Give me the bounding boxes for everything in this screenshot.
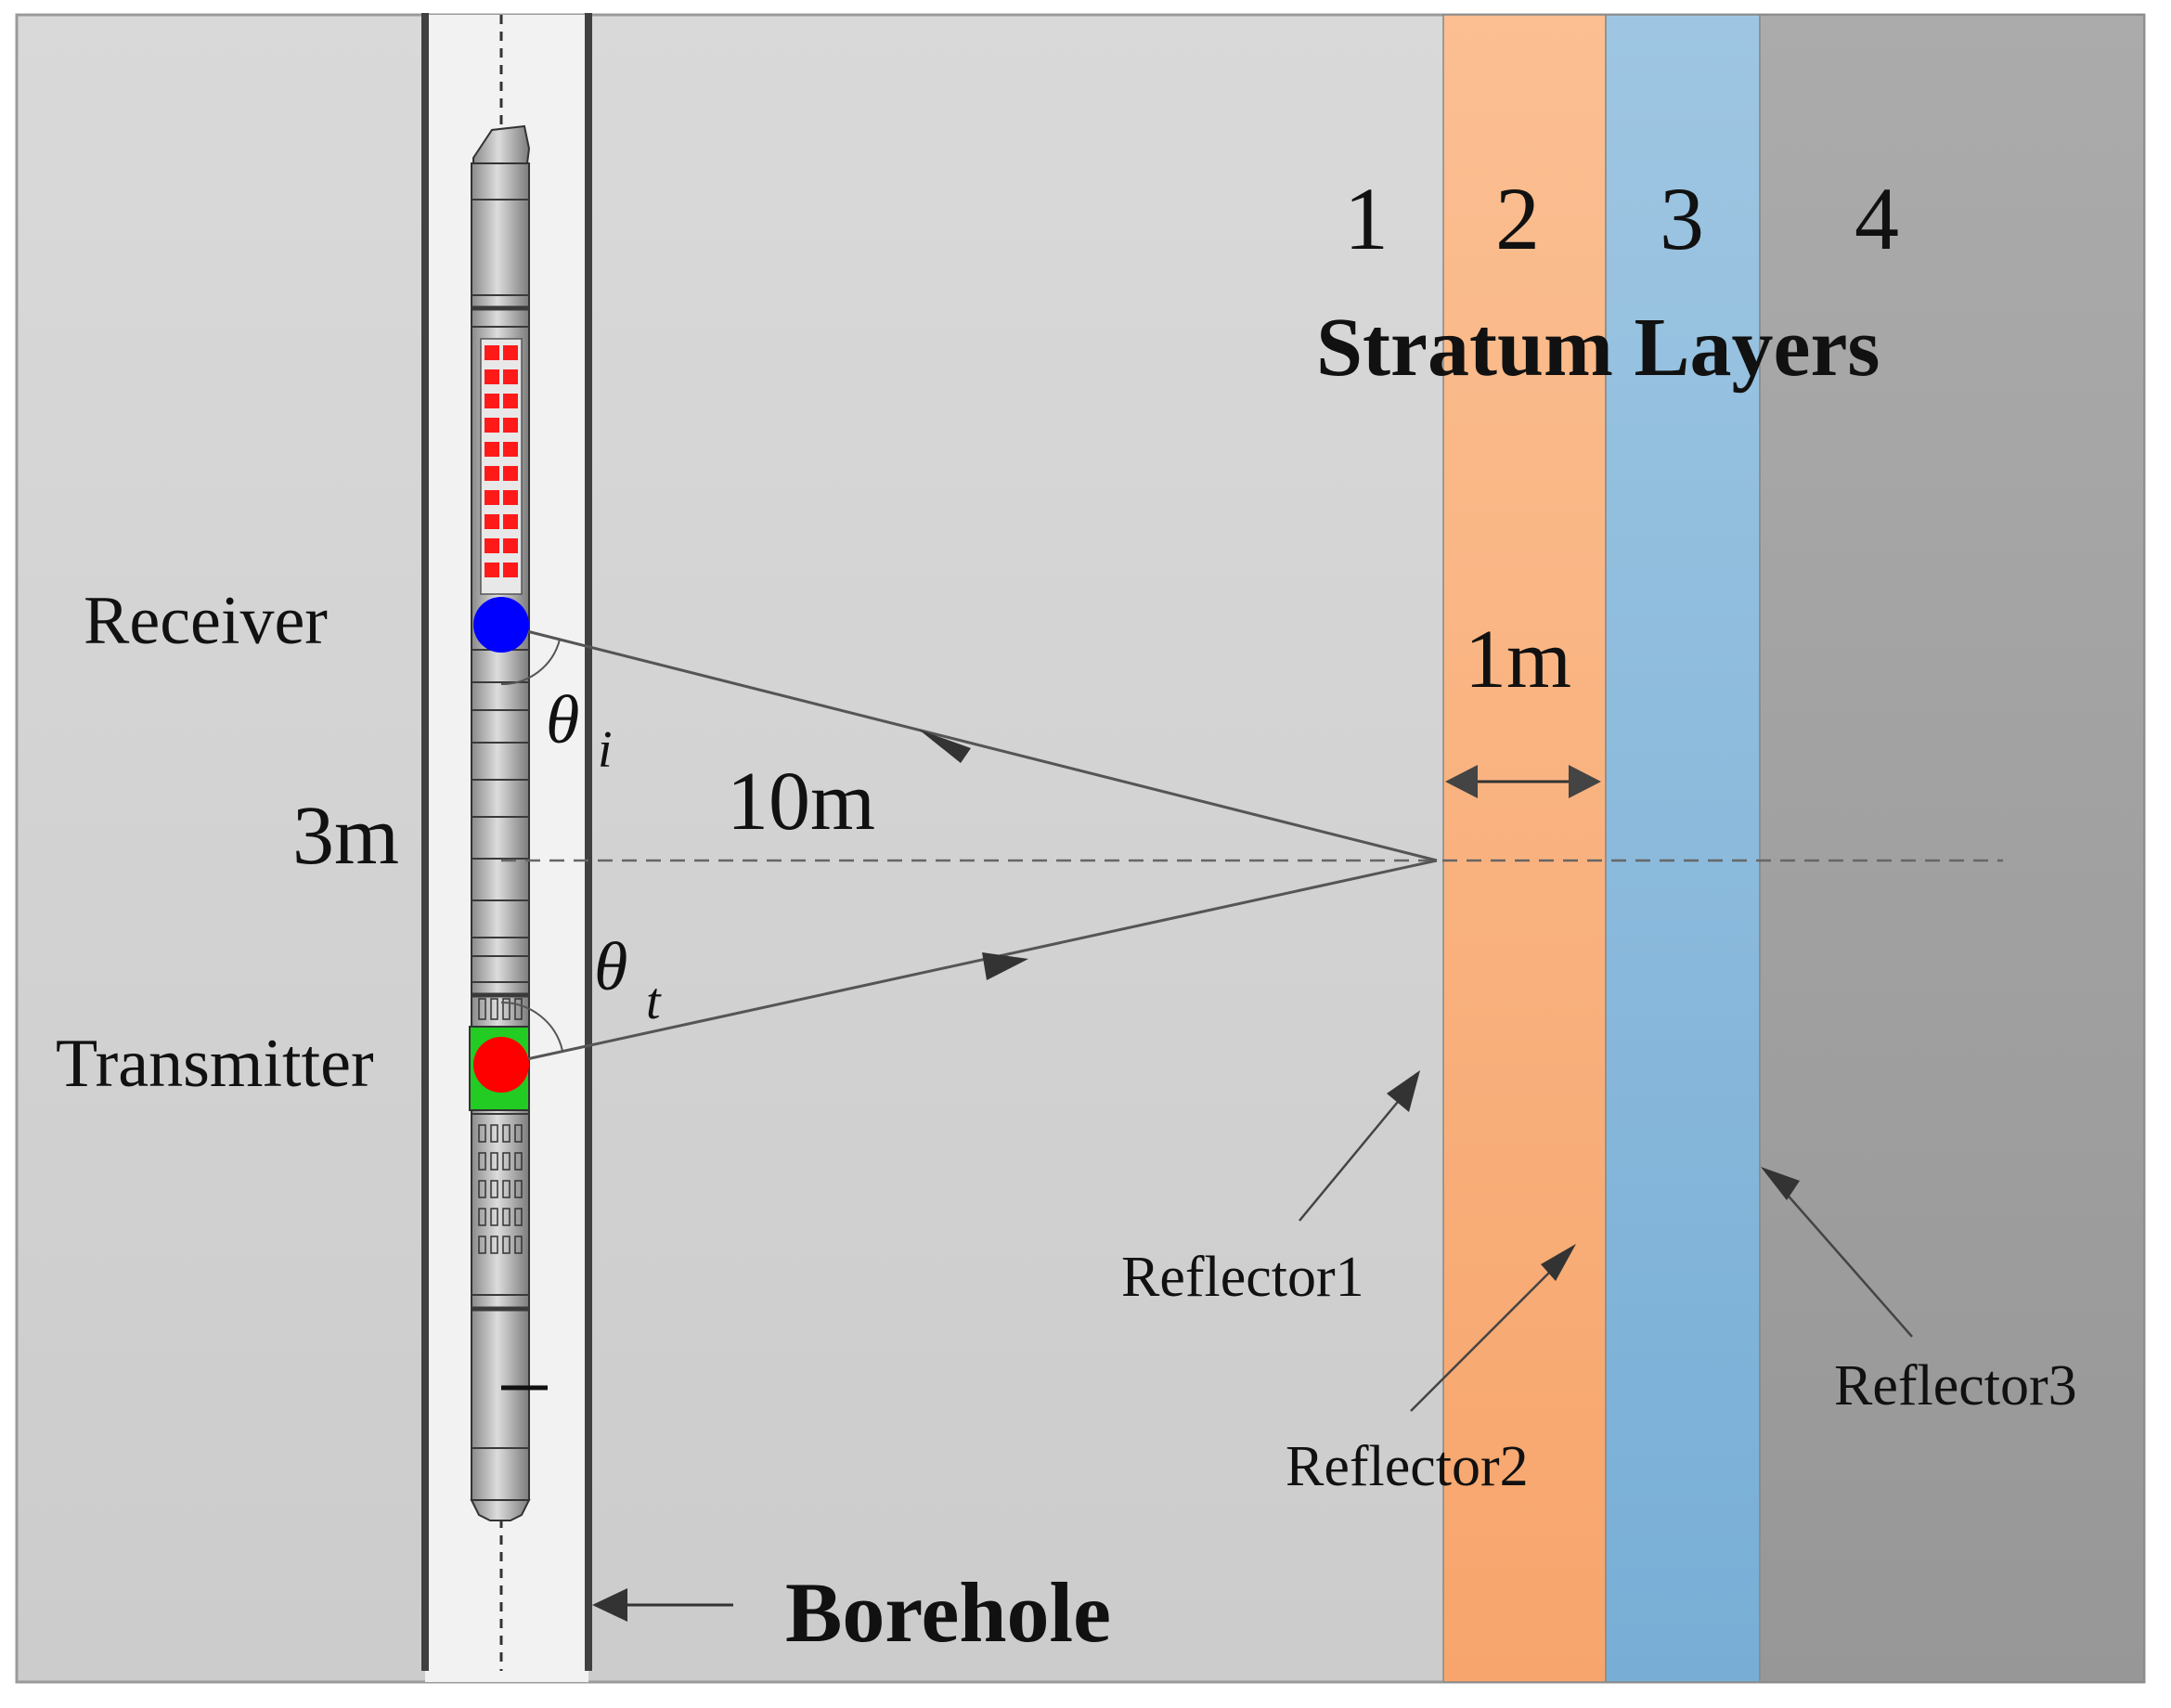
theta-i-symbol: θ	[546, 682, 579, 758]
tool-slot	[478, 1236, 486, 1254]
receiver-element	[485, 369, 499, 384]
reflector3-label: Reflector3	[1834, 1354, 2077, 1417]
layer-number-3: 3	[1660, 169, 1704, 268]
receiver-array	[480, 338, 523, 595]
receiver-dot	[473, 597, 529, 653]
tool-slot	[502, 1152, 510, 1171]
tool-slot	[502, 1208, 510, 1226]
distance-10m-label: 10m	[727, 756, 875, 848]
thickness-arrowhead-left	[1445, 765, 1478, 798]
theta-t-arc	[500, 1001, 563, 1052]
tool-slot	[490, 1236, 498, 1254]
tool-slot	[514, 1236, 523, 1254]
reflector1-label: Reflector1	[1121, 1246, 1364, 1309]
tool-slot	[502, 1236, 510, 1254]
reflector1-arrow	[1299, 1085, 1412, 1222]
tool-slot	[478, 1124, 486, 1143]
tool-slot	[490, 1124, 498, 1143]
tool-slot	[514, 1152, 523, 1171]
reflector2-arrow	[1410, 1257, 1565, 1412]
stratum-layers-title: Stratum Layers	[1316, 302, 1880, 394]
tool-slot	[502, 1180, 510, 1198]
tool-bottom-cap	[470, 1499, 531, 1521]
theta-i-arc	[500, 639, 561, 686]
receiver-element	[503, 490, 518, 505]
receiver-element	[485, 490, 499, 505]
receiver-element	[485, 394, 499, 408]
receiver-element	[503, 563, 518, 577]
receiver-element	[503, 466, 518, 481]
tool-slot	[490, 1152, 498, 1171]
thickness-1m-label: 1m	[1465, 614, 1571, 705]
tool-slot	[490, 1180, 498, 1198]
reflector3-arrowhead	[1761, 1167, 1800, 1200]
receiver-element	[503, 394, 518, 408]
receiver-label: Receiver	[84, 583, 328, 659]
stratum-layer-4	[1759, 14, 2145, 1683]
ray-transmitter-to-reflector	[500, 859, 1438, 1067]
reflector2-arrowhead	[1541, 1244, 1576, 1281]
theta-i-subscript: i	[598, 721, 613, 779]
ray-arrowhead-down	[982, 952, 1028, 980]
theta-t-subscript: t	[646, 973, 662, 1030]
receiver-element	[485, 442, 499, 457]
layer-number-2: 2	[1495, 169, 1540, 268]
reflector1-arrowhead	[1387, 1070, 1420, 1112]
borehole-arrowhead	[592, 1588, 627, 1622]
borehole-label: Borehole	[785, 1565, 1111, 1660]
reflector2-label: Reflector2	[1286, 1435, 1529, 1498]
ray-reflector-to-receiver	[500, 623, 1438, 862]
receiver-element	[485, 345, 499, 360]
tool-slot	[514, 998, 523, 1020]
tool-slot	[478, 1180, 486, 1198]
stratum-layer-3	[1605, 14, 1761, 1683]
receiver-element	[503, 538, 518, 553]
thickness-arrowhead-right	[1569, 765, 1601, 798]
theta-t-symbol: θ	[594, 929, 627, 1005]
transmitter-label: Transmitter	[56, 1026, 374, 1102]
transmitter-dot	[473, 1037, 529, 1093]
tool-slot	[514, 1124, 523, 1143]
receiver-element	[485, 514, 499, 529]
layer-number-4: 4	[1854, 169, 1899, 268]
tool-slot	[490, 998, 498, 1020]
tool-slot	[502, 998, 510, 1020]
tool-slot	[490, 1208, 498, 1226]
reflector3-arrow	[1777, 1183, 1913, 1338]
receiver-element	[485, 538, 499, 553]
stratum-layer-2	[1442, 14, 1607, 1683]
receiver-element	[485, 563, 499, 577]
tool-slot	[502, 1124, 510, 1143]
receiver-element	[503, 442, 518, 457]
layer-number-1: 1	[1344, 169, 1389, 268]
tool-slot	[478, 1208, 486, 1226]
receiver-element	[503, 418, 518, 433]
tool-slots	[478, 998, 523, 1254]
receiver-element	[485, 466, 499, 481]
tool-slot	[514, 1208, 523, 1226]
tool-section-bands	[472, 199, 529, 1449]
tool-slot	[478, 1152, 486, 1171]
receiver-element	[503, 369, 518, 384]
logging-tool	[470, 124, 548, 1521]
tool-slot	[514, 1180, 523, 1198]
receiver-element	[503, 514, 518, 529]
ray-arrowhead-up	[919, 730, 971, 763]
receiver-element	[503, 345, 518, 360]
tool-slot	[478, 998, 486, 1020]
receiver-element	[485, 418, 499, 433]
spacing-3m-label: 3m	[292, 790, 399, 882]
